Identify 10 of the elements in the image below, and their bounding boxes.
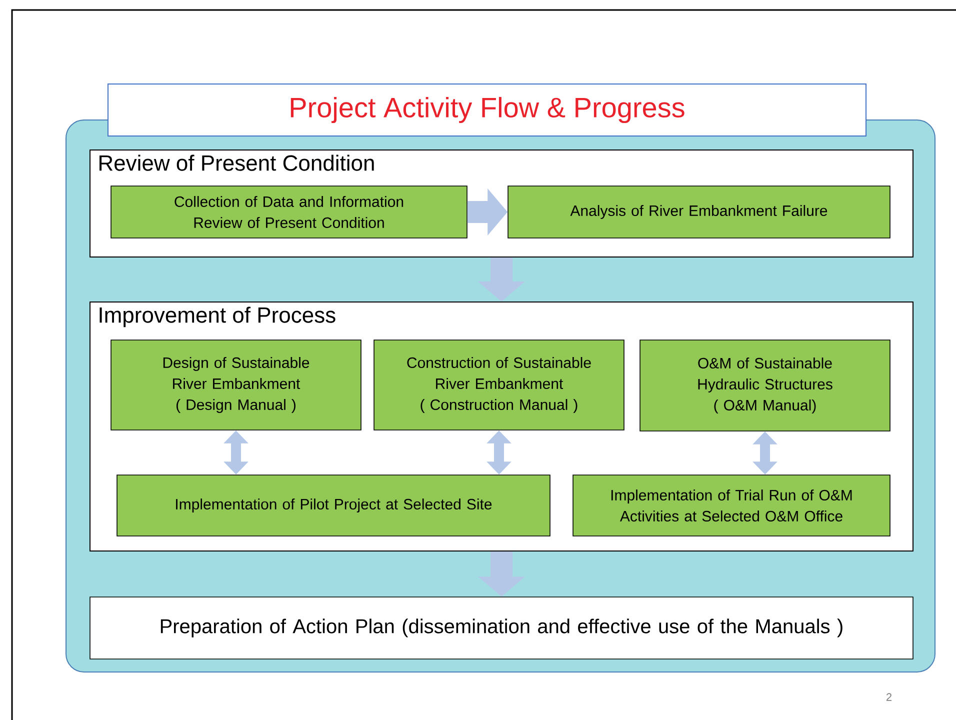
- process-box: Implementation of Trial Run of O&M Activities at Selected O&M Office: [572, 474, 890, 536]
- process-box: Collection of Data and Information Review of Present Condition: [110, 186, 468, 238]
- process-box: Construction of Sustainable River Embankment ( Construction Manual ): [374, 340, 624, 430]
- result-box: Preparation of Action Plan (dissemination and effective use of the Manuals ): [90, 596, 914, 660]
- title-box: Project Activity Flow & Progress: [108, 84, 866, 136]
- process-box: Design of Sustainable River Embankment ( Design Manual ): [110, 340, 362, 430]
- process-box: Analysis of River Embankment Failure: [508, 186, 890, 238]
- process-box: Implementation of Pilot Project at Selected Site: [116, 474, 550, 536]
- page-number: 2: [886, 693, 892, 701]
- process-box: O&M of Sustainable Hydraulic Structures ( O&M Manual): [640, 340, 890, 432]
